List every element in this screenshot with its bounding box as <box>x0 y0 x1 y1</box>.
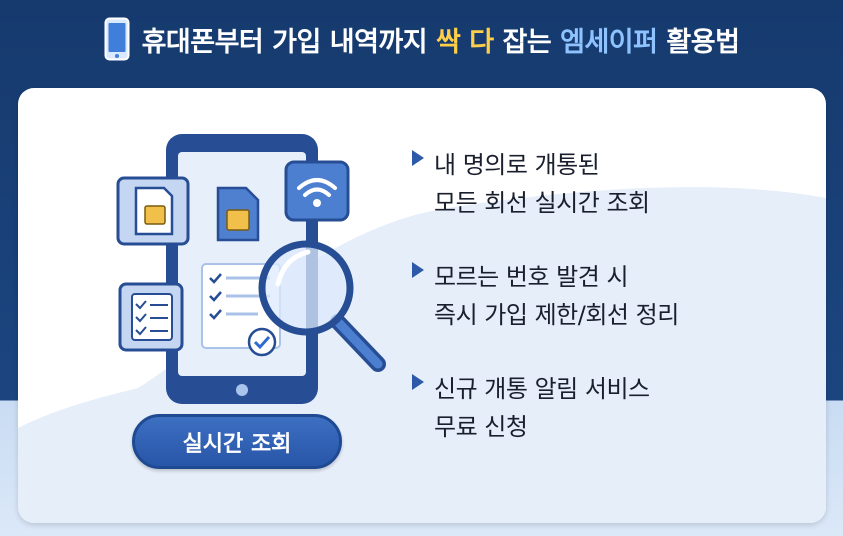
feature-line: 즉시 가입 제한/회선 정리 <box>434 301 679 329</box>
feature-item-alert-service: 신규 개통 알림 서비스 무료 신청 <box>406 370 806 446</box>
phone-illustration <box>116 134 386 404</box>
feature-list: 내 명의로 개통된 모든 회선 실시간 조회 모르는 번호 발견 시 즉시 가입… <box>406 146 806 482</box>
title-highlight-yellow: 싹 다 <box>436 26 494 58</box>
triangle-bullet-icon <box>412 150 424 166</box>
feature-line: 내 명의로 개통된 <box>434 151 600 179</box>
check-circle-icon <box>247 327 277 357</box>
wifi-icon <box>284 160 350 222</box>
title-part1: 휴대폰부터 가입 내역까지 <box>141 26 428 58</box>
feature-item-realtime-lookup: 내 명의로 개통된 모든 회선 실시간 조회 <box>406 146 806 222</box>
feature-line: 신규 개통 알림 서비스 <box>434 375 650 403</box>
title-part2: 잡는 <box>502 26 552 58</box>
smartphone-icon <box>104 17 130 61</box>
feature-line: 모든 회선 실시간 조회 <box>434 189 650 217</box>
triangle-bullet-icon <box>412 262 424 278</box>
header-banner: 휴대폰부터 가입 내역까지 싹 다 잡는 엠세이퍼 활용법 <box>0 0 843 78</box>
feature-item-restrict-line: 모르는 번호 발견 시 즉시 가입 제한/회선 정리 <box>406 258 806 334</box>
triangle-bullet-icon <box>412 374 424 390</box>
feature-line: 모르는 번호 발견 시 <box>434 263 629 291</box>
feature-line: 무료 신청 <box>434 413 528 441</box>
sim-card-icon <box>216 186 260 242</box>
magnifier-icon <box>258 240 386 372</box>
title-part3: 활용법 <box>666 26 740 58</box>
page-title: 휴대폰부터 가입 내역까지 싹 다 잡는 엠세이퍼 활용법 <box>142 20 740 59</box>
realtime-query-button[interactable]: 실시간 조회 <box>132 414 342 469</box>
sim-card-icon <box>116 176 190 246</box>
checklist-icon <box>118 282 184 352</box>
title-highlight-brand: 엠세이퍼 <box>560 26 658 58</box>
content-card: 실시간 조회 내 명의로 개통된 모든 회선 실시간 조회 모르는 번호 발견 … <box>18 88 826 523</box>
